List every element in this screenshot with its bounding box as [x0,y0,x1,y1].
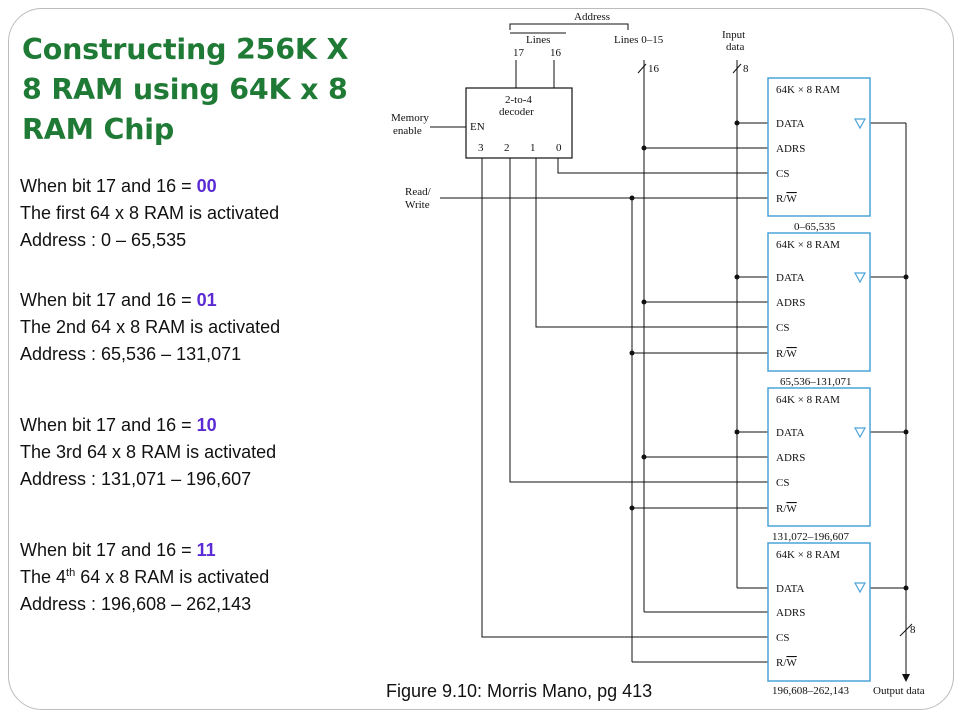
condition-prefix: When bit 17 and 16 = [20,176,197,196]
pin-data: DATA [776,272,805,284]
decoder-output-0: 0 [556,142,562,154]
address-range-label: 196,608–262,143 [772,685,850,697]
ram-chip-2: 64K × 8 RAM DATA ADRS CS R/W 65,536–131,… [767,232,871,388]
address-range-line: Address : 65,536 – 131,071 [20,344,242,364]
ram-chip-box [767,387,871,527]
figure-caption: Figure 9.10: Morris Mano, pg 413 [384,681,655,702]
bit16-label: 16 [550,47,562,59]
bit17-label: 17 [513,47,525,59]
condition-prefix: When bit 17 and 16 = [20,290,197,310]
condition-block-00: When bit 17 and 16 = 00 The first 64 x 8… [20,173,279,254]
activation-line: The 4th 64 x 8 RAM is activated [20,567,270,587]
pin-cs: CS [776,632,789,644]
chip-title: 64K × 8 RAM [776,394,840,406]
memory-enable-label-1: Memory [391,112,429,124]
pin-cs: CS [776,322,789,334]
decoder-en-label: EN [470,121,485,133]
ram-chip-4: 64K × 8 RAM DATA ADRS CS R/W 196,608–262… [767,542,871,697]
ram-chip-box [767,77,871,217]
bit-value: 10 [196,415,217,435]
decoder-output-1: 1 [530,142,536,154]
pin-data: DATA [776,583,805,595]
decoder-output-2: 2 [504,142,510,154]
lines-0-15-label: Lines 0–15 [614,34,664,46]
output-bus-width: 8 [910,624,916,636]
bit-value: 11 [196,540,216,560]
input-data-label-1: Input [722,29,745,41]
ram-chip-3: 64K × 8 RAM DATA ADRS CS R/W 131,072–196… [767,387,871,543]
condition-block-10: When bit 17 and 16 = 10 The 3rd 64 x 8 R… [20,412,276,493]
junction-dots [629,120,909,591]
condition-prefix: When bit 17 and 16 = [20,540,197,560]
output-bus-slash [899,623,913,637]
memory-enable-label-2: enable [393,125,422,137]
pin-adrs: ADRS [776,452,805,464]
address-range-line: Address : 196,608 – 262,143 [20,594,252,614]
pin-rw: R/W [776,348,797,360]
read-write-label-2: Write [405,199,430,211]
input-data-label-2: data [726,41,744,53]
address-range-label: 65,536–131,071 [780,376,852,388]
activation-line: The 3rd 64 x 8 RAM is activated [20,442,277,462]
tristate-buffer-icon [853,582,867,594]
pin-rw: R/W [776,193,797,205]
condition-line: When bit 17 and 16 = 01 [20,287,280,314]
tristate-buffer-icon [853,427,867,439]
address-label: Address [574,11,610,23]
condition-line: When bit 17 and 16 = 11 [20,537,269,564]
slide-frame [8,8,954,710]
wiring [430,60,913,682]
input-bus-width: 8 [743,63,749,75]
decoder-label-1: 2-to-4 [505,94,532,106]
cs-wire-1 [535,158,768,328]
pin-rw: R/W [776,657,797,669]
decoder-label-2: decoder [499,106,534,118]
pin-rw: R/W [776,503,797,515]
address-bus-width: 16 [648,63,660,75]
output-data-label: Output data [873,685,925,697]
ram-chip-box [767,542,871,682]
address-bus-slash [637,63,647,74]
address-bracket [509,23,629,30]
ram-block-diagram: Address Lines 17 16 Lines 0–15 Input dat… [391,11,925,697]
pin-data: DATA [776,118,805,130]
decoder-output-3: 3 [478,142,484,154]
condition-line: When bit 17 and 16 = 10 [20,412,276,439]
condition-line: When bit 17 and 16 = 00 [20,173,279,200]
address-range-line: Address : 131,071 – 196,607 [20,469,252,489]
cs-wire-0 [557,158,768,174]
chip-title: 64K × 8 RAM [776,549,840,561]
condition-block-11: When bit 17 and 16 = 11 The 4th 64 x 8 R… [20,537,269,618]
condition-prefix: When bit 17 and 16 = [20,415,197,435]
tristate-buffer-icon [853,118,867,130]
tristate-buffer-icon [853,272,867,284]
pin-data: DATA [776,427,805,439]
read-write-label-1: Read/ [405,186,432,198]
address-range-label: 0–65,535 [794,221,836,233]
pin-cs: CS [776,477,789,489]
condition-block-01: When bit 17 and 16 = 01 The 2nd 64 x 8 R… [20,287,280,368]
pin-adrs: ADRS [776,297,805,309]
chip-title: 64K × 8 RAM [776,84,840,96]
lines-label: Lines [526,34,550,46]
bit-value: 01 [196,290,217,310]
pin-adrs: ADRS [776,607,805,619]
slide-title: Constructing 256K X 8 RAM using 64K x 8 … [22,33,349,146]
pin-cs: CS [776,168,789,180]
bit-value: 00 [196,176,217,196]
decoder-box [465,87,573,159]
activation-line: The first 64 x 8 RAM is activated [20,203,280,223]
cs-wire-2 [509,158,768,483]
chip-title: 64K × 8 RAM [776,239,840,251]
ram-chip-1: 64K × 8 RAM DATA ADRS CS R/W 0–65,535 [767,77,871,233]
pin-adrs: ADRS [776,143,805,155]
cs-wire-3 [481,158,768,638]
ram-chip-box [767,232,871,372]
address-range-line: Address : 0 – 65,535 [20,230,187,250]
activation-line: The 2nd 64 x 8 RAM is activated [20,317,281,337]
address-range-label: 131,072–196,607 [772,531,850,543]
